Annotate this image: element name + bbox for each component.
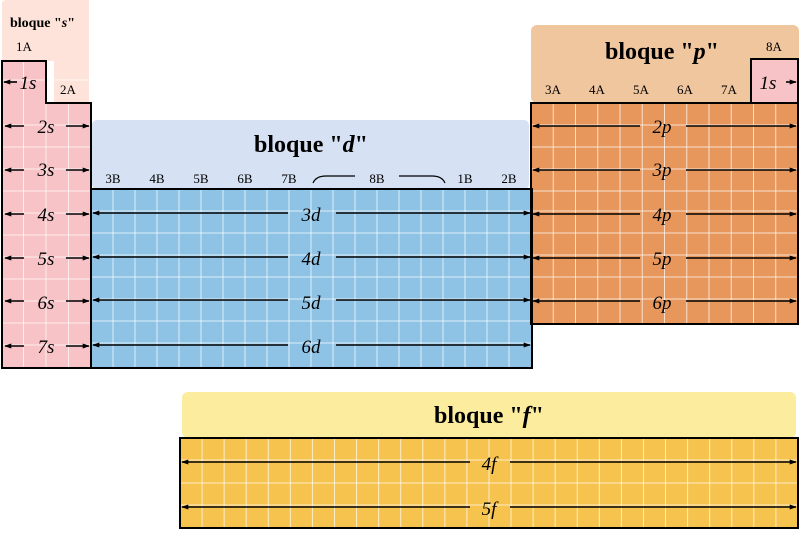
group-label-8b: 8B [369,171,385,186]
orbital-label-5d: 5d [302,293,322,314]
p-block-title: bloque "p" [605,39,719,65]
group-label-7a: 7A [721,82,738,97]
d-orbital-labels: 3d 4d 5d 6d [301,205,322,358]
group-label-6b: 6B [237,171,253,186]
s-block-header-bg [2,0,89,103]
group-label-5b: 5B [193,171,209,186]
orbital-label-4s: 4s [38,205,55,226]
d-group-labels: 3B 4B 5B 6B 7B 8B 1B 2B [105,171,517,186]
group-label-2a: 2A [60,82,77,97]
group-label-3a: 3A [545,82,562,97]
orbital-arrows [3,79,797,510]
orbital-label-3p: 3p [652,160,672,181]
orbital-label-1s: 1s [20,73,37,94]
f-block-body-outline [179,437,799,529]
group-label-2b: 2B [501,171,517,186]
orbital-label-3s: 3s [37,160,55,181]
orbital-label-2p: 2p [653,117,672,138]
p-block-header-bg [531,25,799,103]
orbital-label-4p: 4p [653,205,672,226]
s-block-title: bloque "s" [10,16,75,31]
orbital-label-4d: 4d [302,249,322,270]
orbital-label-4f: 4f [482,454,500,475]
group-label-1b: 1B [457,171,473,186]
orbital-label-6s: 6s [38,293,55,314]
orbital-label-2s: 2s [38,117,55,138]
group-label-6a: 6A [677,82,694,97]
p-block-helium-cell-outline [750,58,799,104]
group-8b-bracket [312,175,446,184]
orbital-label-1s-helium: 1s [760,73,777,94]
d-block-title: bloque "d" [254,132,368,158]
d-block-header-bg [92,120,529,189]
p-group-labels: 3A 4A 5A 6A 7A 8A [545,39,783,97]
orbital-label-5f: 5f [482,499,500,520]
group-label-1a: 1A [16,39,33,54]
s-orbital-labels: 1s 2s 3s 4s 5s 6s 7s [20,73,55,358]
group-label-3b: 3B [105,171,121,186]
group-label-4a: 4A [589,82,606,97]
group-label-8a: 8A [766,39,783,54]
s-block-body-outline [1,60,92,369]
s-group-labels: 1A 2A [16,39,77,97]
group-label-7b: 7B [281,171,297,186]
orbital-label-6d: 6d [302,337,322,358]
f-block-header-bg [182,392,796,438]
group-label-5a: 5A [633,82,650,97]
orbital-label-6p: 6p [653,293,672,314]
p-block-body-outline [530,102,799,325]
orbital-label-5s: 5s [38,249,55,270]
orbital-label-5p: 5p [653,249,672,270]
orbital-label-7s: 7s [38,337,55,358]
f-block-title: bloque "f" [434,403,544,429]
f-orbital-labels: 4f 5f [482,454,500,520]
cell-grid [1,58,799,529]
group-label-4b: 4B [149,171,165,186]
orbital-label-3d: 3d [301,205,322,226]
p-orbital-labels: 1s 2p 3p 4p 5p 6p [652,73,777,314]
